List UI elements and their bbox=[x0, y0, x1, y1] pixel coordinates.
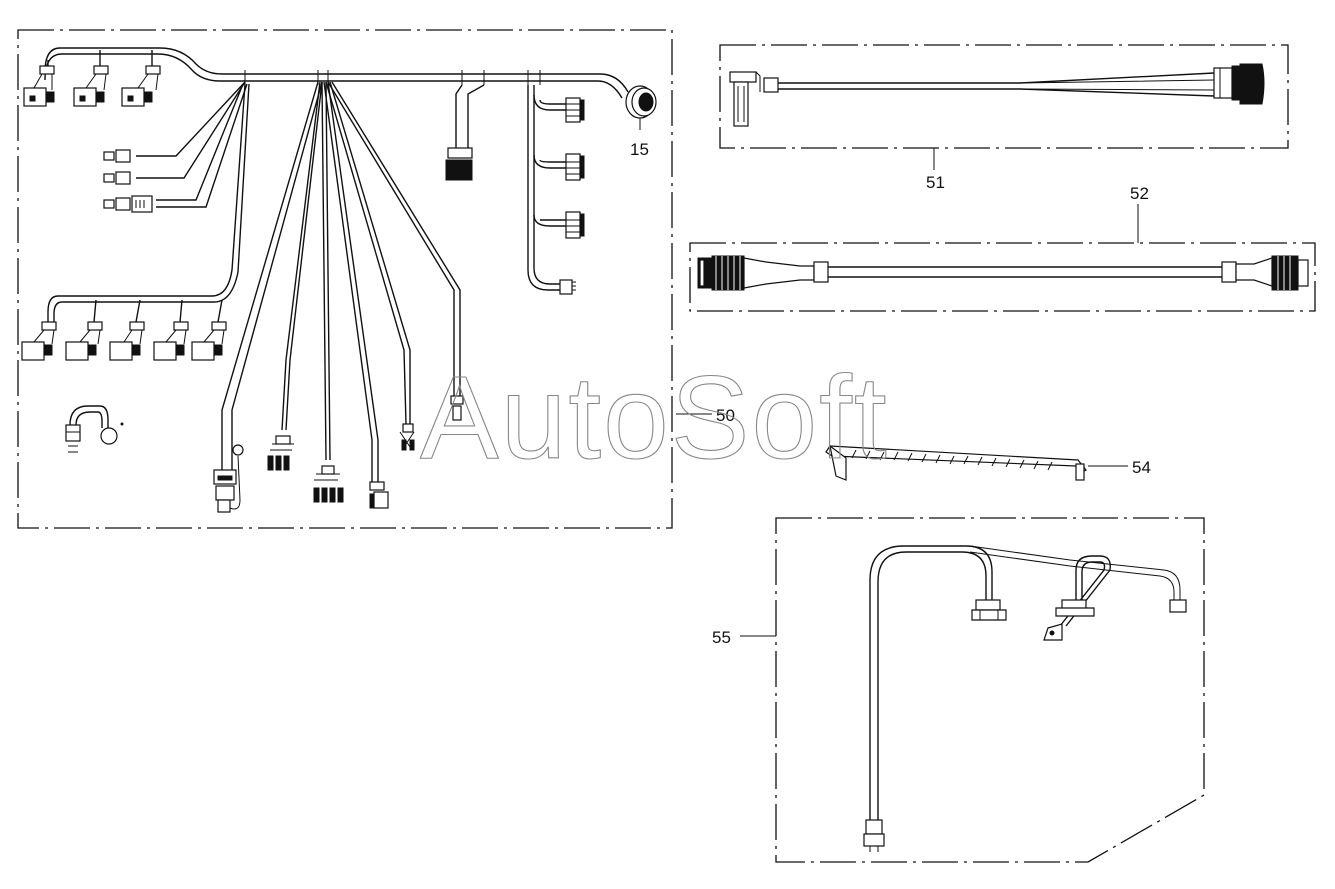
cable-51 bbox=[729, 63, 1265, 170]
connector-group-top-left bbox=[23, 50, 161, 107]
lead-group-bottom bbox=[213, 81, 464, 513]
harness-50: 15 50 bbox=[21, 47, 735, 513]
watermark: AutoSoft bbox=[420, 352, 889, 484]
callout-52: 52 bbox=[1130, 184, 1149, 203]
callout-51: 51 bbox=[926, 173, 945, 192]
frame-harness-50 bbox=[17, 29, 673, 529]
strap-54 bbox=[825, 444, 1128, 481]
connector-center-top bbox=[445, 84, 485, 181]
callout-54: 54 bbox=[1132, 458, 1151, 477]
connector-group-middle-left bbox=[21, 83, 250, 361]
callout-15: 15 bbox=[630, 140, 649, 159]
connector-group-right bbox=[527, 85, 585, 295]
frame-harness-55 bbox=[775, 517, 1205, 863]
callout-55: 55 bbox=[712, 628, 731, 647]
round-connector-15 bbox=[625, 85, 657, 130]
cable-52 bbox=[697, 204, 1309, 291]
frame-cable-52 bbox=[689, 242, 1316, 312]
frame-cable-51 bbox=[719, 44, 1289, 149]
lead-group-left bbox=[103, 81, 248, 213]
callout-50: 50 bbox=[716, 406, 735, 425]
harness-55 bbox=[740, 545, 1187, 852]
ground-lead bbox=[65, 405, 124, 453]
